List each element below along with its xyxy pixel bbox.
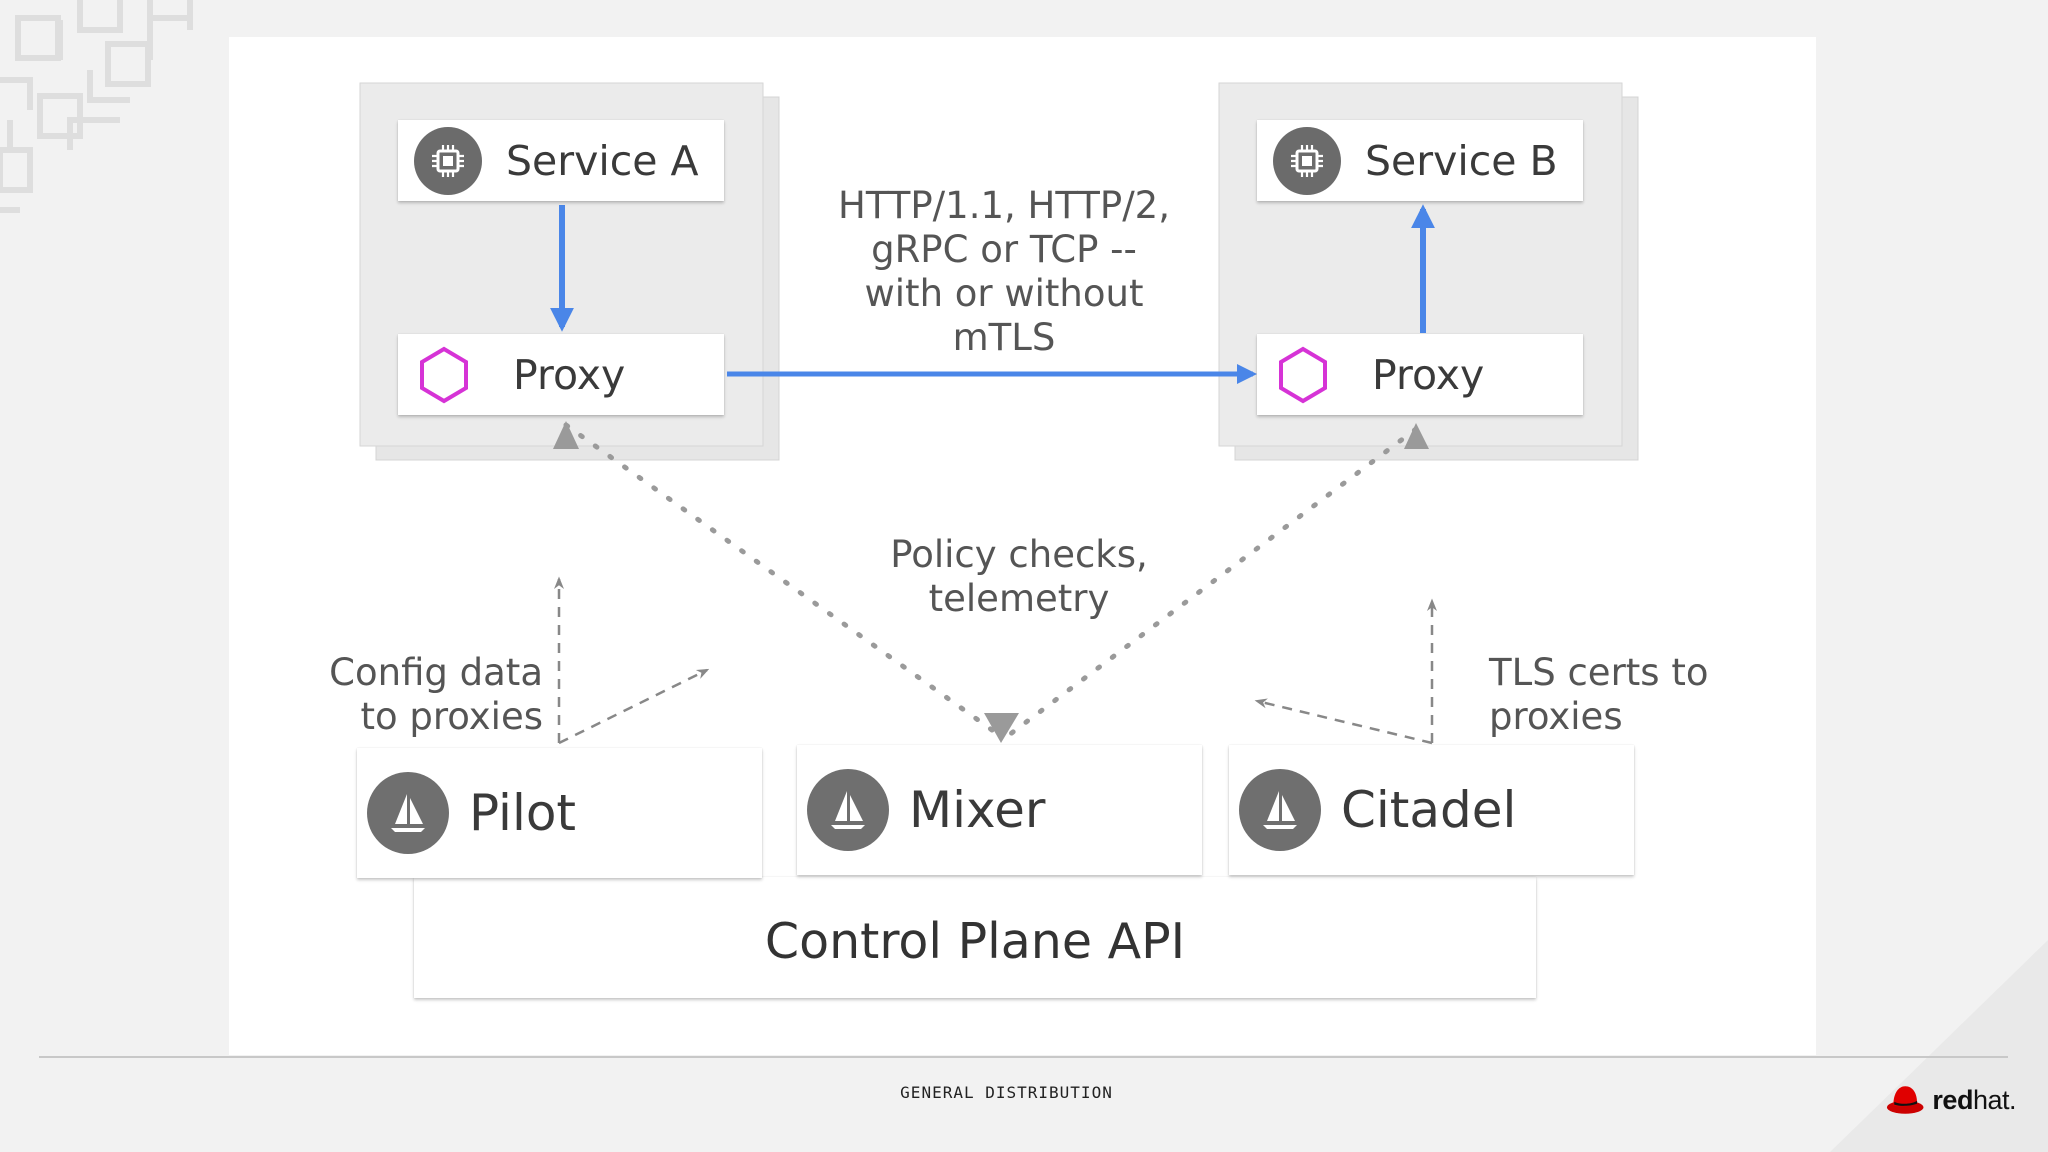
- proxy-b-to-mixer-dotted: [1006, 426, 1419, 738]
- control-plane-api-label: Control Plane API: [764, 913, 1186, 970]
- proxy-a-card: Proxy: [398, 334, 724, 415]
- sailboat-icon: [1239, 769, 1321, 851]
- corner-stripe-decoration: [1830, 940, 2048, 1152]
- pilot-label: Pilot: [469, 784, 577, 842]
- proxy-a-telemetry-arrowhead: [553, 421, 579, 449]
- protocol-note-line: gRPC or TCP --: [871, 228, 1137, 271]
- redhat-logo: redhat.: [1886, 1080, 2017, 1120]
- citadel-label: Citadel: [1341, 781, 1517, 839]
- config-note-line: to proxies: [360, 695, 543, 738]
- pilot-card: Pilot: [357, 748, 762, 878]
- policy-note: Policy checks, telemetry: [829, 533, 1209, 621]
- tls-note-line: TLS certs to: [1489, 651, 1709, 694]
- policy-note-line: telemetry: [928, 577, 1110, 620]
- service-b-card: Service B: [1257, 120, 1583, 201]
- chip-icon: [1273, 126, 1341, 195]
- service-a-card: Service A: [398, 120, 724, 201]
- hexagon-icon: [420, 346, 468, 403]
- chip-icon: [414, 126, 482, 195]
- redhat-icon: [1886, 1086, 1924, 1114]
- citadel-card: Citadel: [1229, 745, 1634, 875]
- mixer-telemetry-arrowhead: [984, 713, 1019, 743]
- protocol-note-line: HTTP/1.1, HTTP/2,: [838, 184, 1170, 227]
- tls-note-line: proxies: [1489, 695, 1623, 738]
- proxy-b-telemetry-arrowhead: [1404, 423, 1429, 449]
- control-plane-api-box: Control Plane API: [414, 877, 1536, 998]
- proxy-a-to-mixer-dotted: [563, 422, 1002, 738]
- config-note-line: Config data: [329, 651, 543, 694]
- service-a-label: Service A: [506, 136, 699, 185]
- diagram-panel: Service A Proxy Service B Proxy HTTP/1.1…: [229, 37, 1816, 1055]
- service-b-label: Service B: [1365, 136, 1558, 185]
- sailboat-icon: [807, 769, 889, 851]
- hexagon-icon: [1279, 346, 1327, 403]
- citadel-certs-diagonal-dashed: [1254, 698, 1433, 745]
- protocol-note-line: with or without: [864, 272, 1144, 315]
- footer-classification: GENERAL DISTRIBUTION: [900, 1083, 1113, 1102]
- pilot-config-diagonal-dashed: [558, 668, 710, 745]
- tls-note: TLS certs to proxies: [1489, 651, 1789, 739]
- proxy-a-label: Proxy: [513, 350, 626, 399]
- footer-divider: [39, 1056, 2008, 1058]
- protocol-note-line: mTLS: [952, 316, 1056, 359]
- redhat-wordmark: redhat.: [1932, 1085, 2016, 1116]
- proxy-b-label: Proxy: [1372, 350, 1485, 399]
- config-note: Config data to proxies: [289, 651, 543, 739]
- redhat-wordmark-bold: red: [1932, 1084, 1973, 1115]
- redhat-wordmark-regular: hat.: [1972, 1084, 2017, 1115]
- policy-note-line: Policy checks,: [890, 533, 1148, 576]
- protocol-note: HTTP/1.1, HTTP/2, gRPC or TCP -- with or…: [789, 184, 1219, 360]
- maze-pattern-decoration: [0, 0, 193, 213]
- mixer-label: Mixer: [909, 781, 1046, 839]
- mixer-card: Mixer: [797, 745, 1202, 875]
- sailboat-icon: [367, 772, 449, 854]
- proxy-b-card: Proxy: [1257, 334, 1583, 415]
